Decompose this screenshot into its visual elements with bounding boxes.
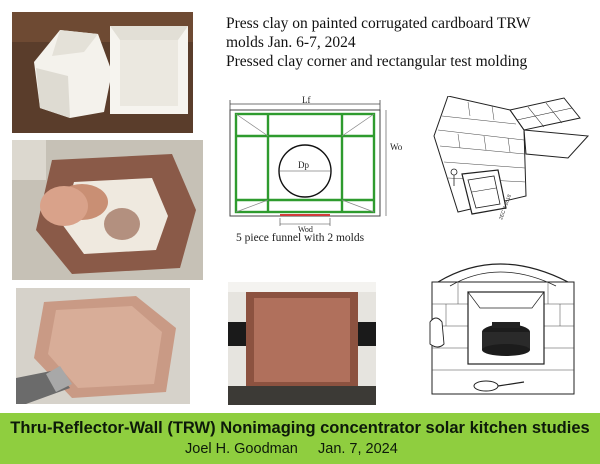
sketch-solar-oven [428, 252, 598, 407]
sketch-funnel-wall: 2EC 3 2o18 [428, 96, 598, 224]
photo-pressing-clay [12, 140, 203, 280]
dim-label-wod: Wod [298, 225, 313, 234]
funnel-diagram: Lf Dp Wod Wo [218, 96, 414, 252]
header-line-3: Pressed clay corner and rectangular test… [226, 53, 528, 70]
dim-label-lf: Lf [302, 96, 311, 105]
footer-author: Joel H. Goodman [185, 441, 298, 457]
footer-date: Jan. 7, 2024 [318, 441, 398, 457]
footer-title: Thru-Reflector-Wall (TRW) Nonimaging con… [10, 419, 590, 437]
footer-banner: Thru-Reflector-Wall (TRW) Nonimaging con… [0, 413, 600, 464]
diagram-caption: 5 piece funnel with 2 molds [236, 232, 365, 244]
header-line-1: Press clay on painted corrugated cardboa… [226, 15, 531, 32]
dim-label-dp: Dp [298, 160, 309, 170]
slide-header: Press clay on painted corrugated cardboa… [226, 14, 598, 71]
header-line-2: molds Jan. 6-7, 2024 [226, 34, 356, 51]
photo-white-molds [12, 12, 193, 133]
dim-label-wo: Wo [390, 142, 403, 152]
photo-rectangular-molding [228, 282, 376, 405]
photo-clay-corner [16, 288, 190, 404]
